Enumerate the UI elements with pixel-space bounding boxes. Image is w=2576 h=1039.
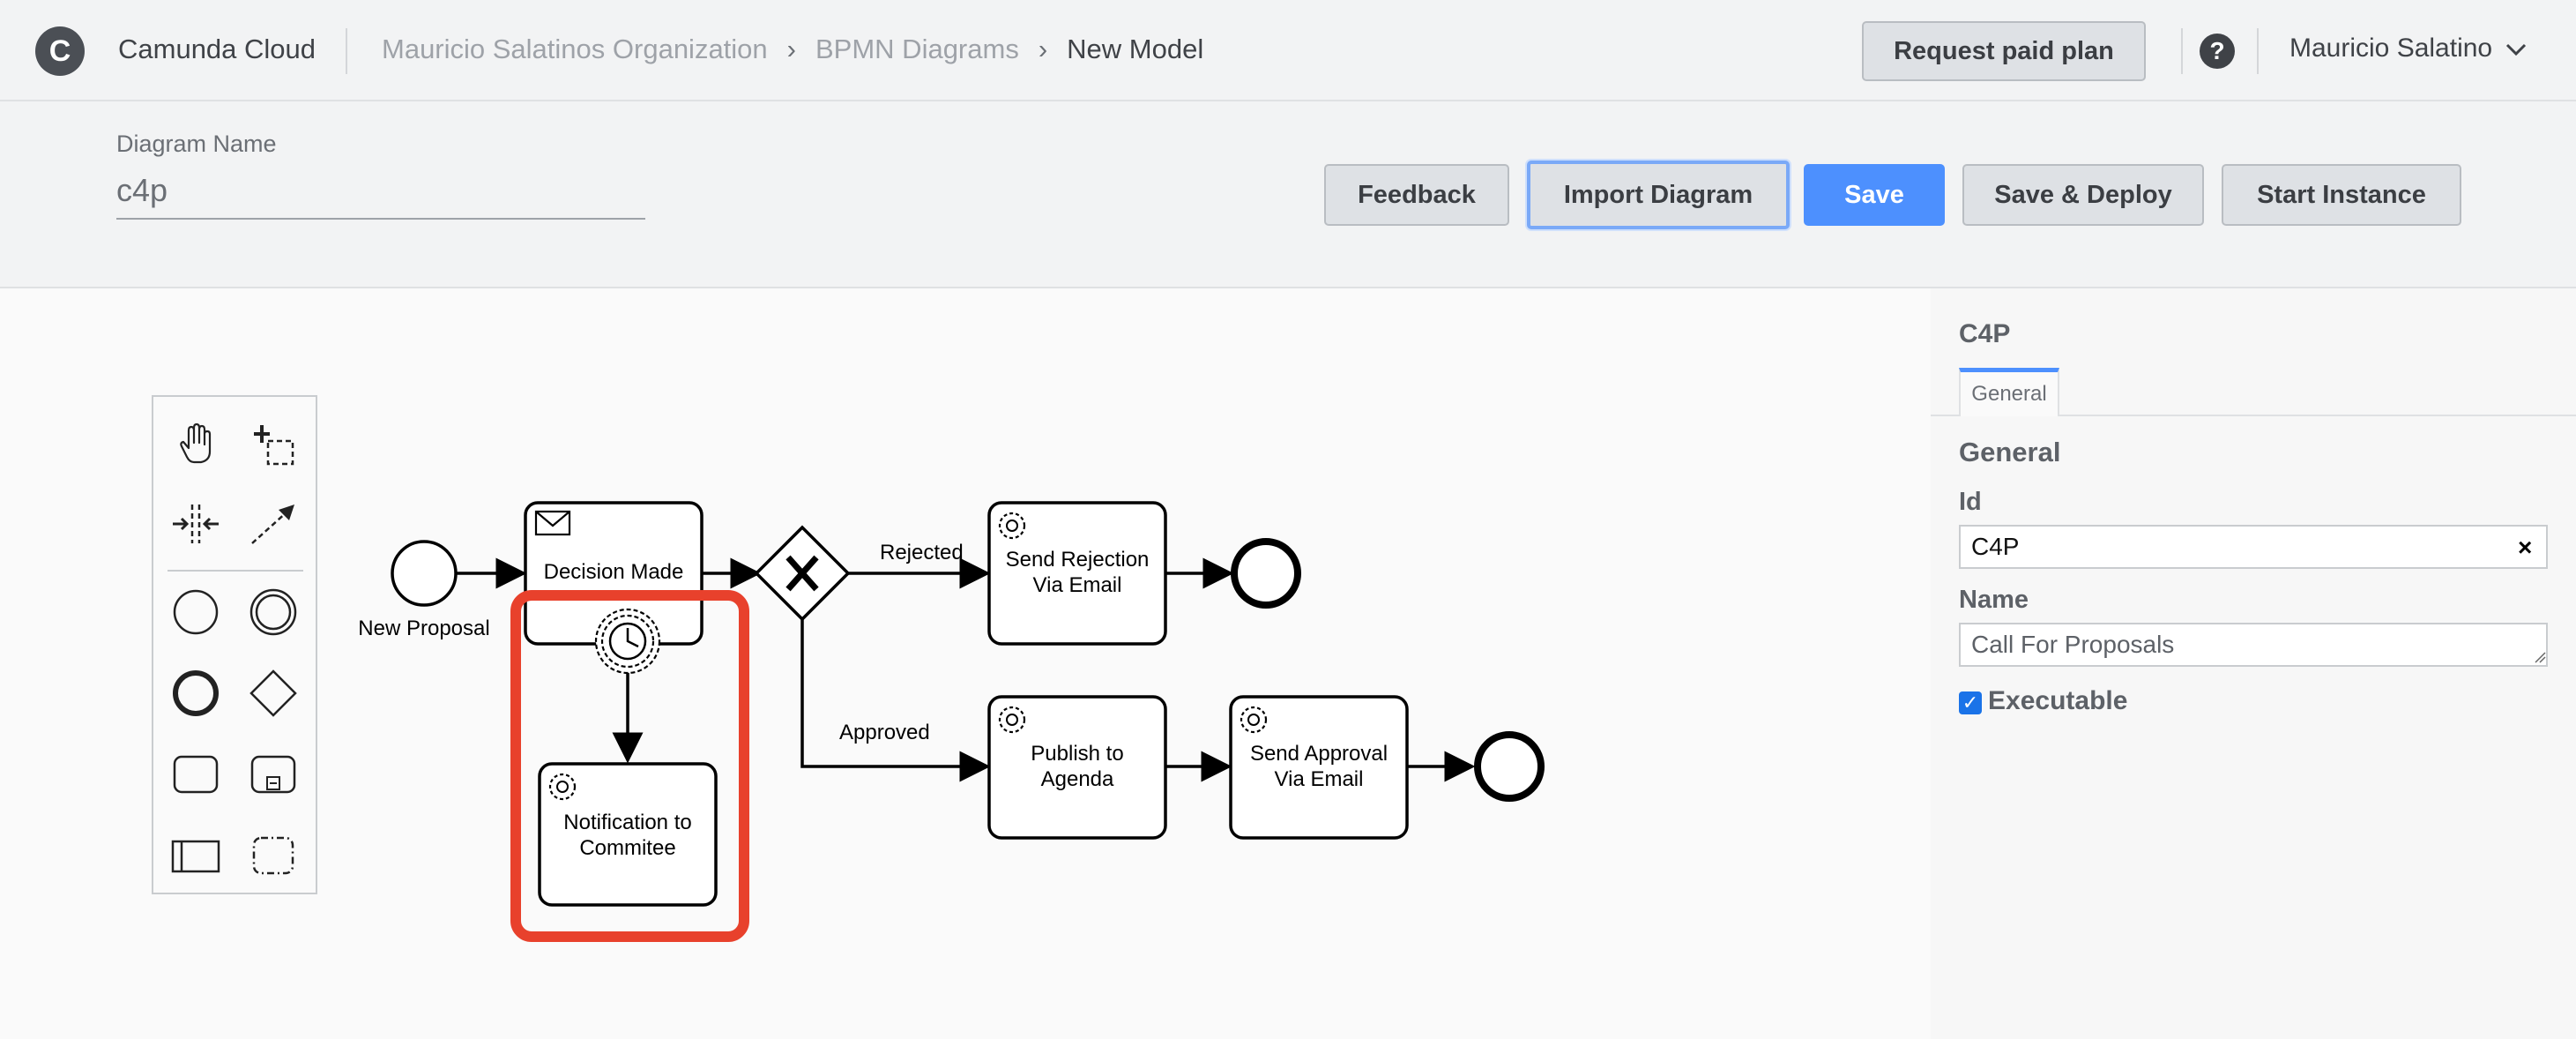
start-instance-button[interactable]: Start Instance (2222, 164, 2461, 226)
task-send-rejection[interactable]: Send Rejection Via Email (987, 501, 1167, 646)
help-icon[interactable]: ? (2200, 34, 2235, 69)
clear-icon[interactable]: × (2518, 534, 2533, 561)
task-decision-made[interactable]: Decision Made (524, 501, 704, 646)
end-event-rejected[interactable] (1231, 538, 1301, 609)
breadcrumb-separator-icon: › (786, 34, 796, 64)
connect-tool-icon[interactable] (247, 497, 300, 550)
flow-label-approved: Approved (839, 721, 930, 744)
task-label: Notification to (563, 811, 691, 834)
exclusive-gateway[interactable] (754, 525, 851, 622)
tool-palette (152, 395, 317, 894)
gateway-icon[interactable] (247, 667, 300, 720)
id-label: Id (1959, 488, 1982, 516)
section-general-heading: General (1959, 437, 2061, 467)
app-name[interactable]: Camunda Cloud (118, 34, 316, 64)
task-label: Commitee (579, 836, 675, 860)
executable-checkbox[interactable]: ✓ (1959, 691, 1982, 714)
start-event-label: New Proposal (358, 617, 489, 640)
breadcrumb: Mauricio Salatinos Organization › BPMN Dia… (382, 34, 1203, 65)
top-bar: C Camunda Cloud Mauricio Salatinos Organ… (0, 0, 2576, 101)
gear-icon (1240, 706, 1268, 734)
id-input[interactable] (1959, 525, 2548, 569)
intermediate-event-icon[interactable] (247, 586, 300, 639)
clock-icon (608, 622, 647, 661)
end-event-approved[interactable] (1474, 731, 1545, 802)
tab-general[interactable]: General (1959, 368, 2059, 416)
task-icon[interactable] (169, 748, 222, 801)
gear-icon (998, 706, 1026, 734)
task-label: Send Rejection (1006, 548, 1150, 572)
envelope-icon (534, 510, 571, 536)
divider (2181, 28, 2183, 74)
user-menu[interactable]: Mauricio Salatino (2289, 34, 2528, 64)
task-label: Via Email (1033, 573, 1122, 597)
subprocess-icon[interactable] (247, 748, 300, 801)
bpmn-diagram: New Proposal Decision Made Rejected Appr… (358, 501, 1545, 942)
request-paid-plan-button[interactable]: Request paid plan (1862, 21, 2146, 81)
group-icon[interactable] (247, 829, 300, 882)
sequence-flows (457, 557, 1476, 782)
divider (2257, 28, 2259, 74)
task-label: Agenda (1041, 767, 1114, 791)
gear-icon (548, 773, 577, 801)
name-input[interactable] (1959, 623, 2548, 667)
start-event-new-proposal[interactable] (391, 540, 458, 607)
properties-title: C4P (1959, 319, 2011, 348)
divider (346, 28, 347, 74)
palette-divider (168, 570, 303, 572)
camunda-logo-icon[interactable]: C (35, 26, 85, 76)
task-notification-to-commitee[interactable]: Notification to Commitee (538, 762, 718, 907)
diagram-name-input[interactable] (116, 163, 645, 220)
breadcrumb-bpmn-diagrams[interactable]: BPMN Diagrams (815, 34, 1019, 64)
chevron-down-icon (2506, 44, 2527, 56)
flow-label-rejected: Rejected (880, 541, 964, 564)
executable-label: Executable (1988, 686, 2128, 715)
user-name: Mauricio Salatino (2289, 34, 2493, 63)
task-send-approval[interactable]: Send Approval Via Email (1229, 695, 1409, 840)
import-diagram-button[interactable]: Import Diagram (1527, 161, 1790, 229)
breadcrumb-separator-icon: › (1038, 34, 1048, 64)
name-label: Name (1959, 586, 2029, 614)
highlight-annotation (510, 590, 749, 942)
task-label: Send Approval (1250, 742, 1388, 766)
gear-icon (998, 512, 1026, 540)
breadcrumb-current: New Model (1067, 34, 1204, 64)
space-tool-icon[interactable] (169, 497, 222, 550)
task-label: Publish to (1031, 742, 1123, 766)
lasso-tool-icon[interactable] (247, 418, 300, 471)
feedback-button[interactable]: Feedback (1324, 164, 1509, 226)
breadcrumb-organization[interactable]: Mauricio Salatinos Organization (382, 34, 768, 64)
properties-tab-bar (1931, 415, 2576, 416)
task-label: Via Email (1275, 767, 1364, 791)
task-publish-to-agenda[interactable]: Publish to Agenda (987, 695, 1167, 840)
save-deploy-button[interactable]: Save & Deploy (1962, 164, 2204, 226)
resize-handle-icon[interactable] (2534, 651, 2546, 663)
start-event-icon[interactable] (169, 586, 222, 639)
end-event-icon[interactable] (169, 667, 222, 720)
task-label: Decision Made (544, 560, 684, 584)
boundary-timer-event[interactable] (594, 608, 661, 675)
save-button[interactable]: Save (1804, 164, 1945, 226)
modeler-canvas[interactable] (0, 288, 1931, 1039)
hand-tool-icon[interactable] (169, 418, 222, 471)
pool-icon[interactable] (169, 829, 222, 882)
diagram-name-label: Diagram Name (116, 131, 277, 157)
